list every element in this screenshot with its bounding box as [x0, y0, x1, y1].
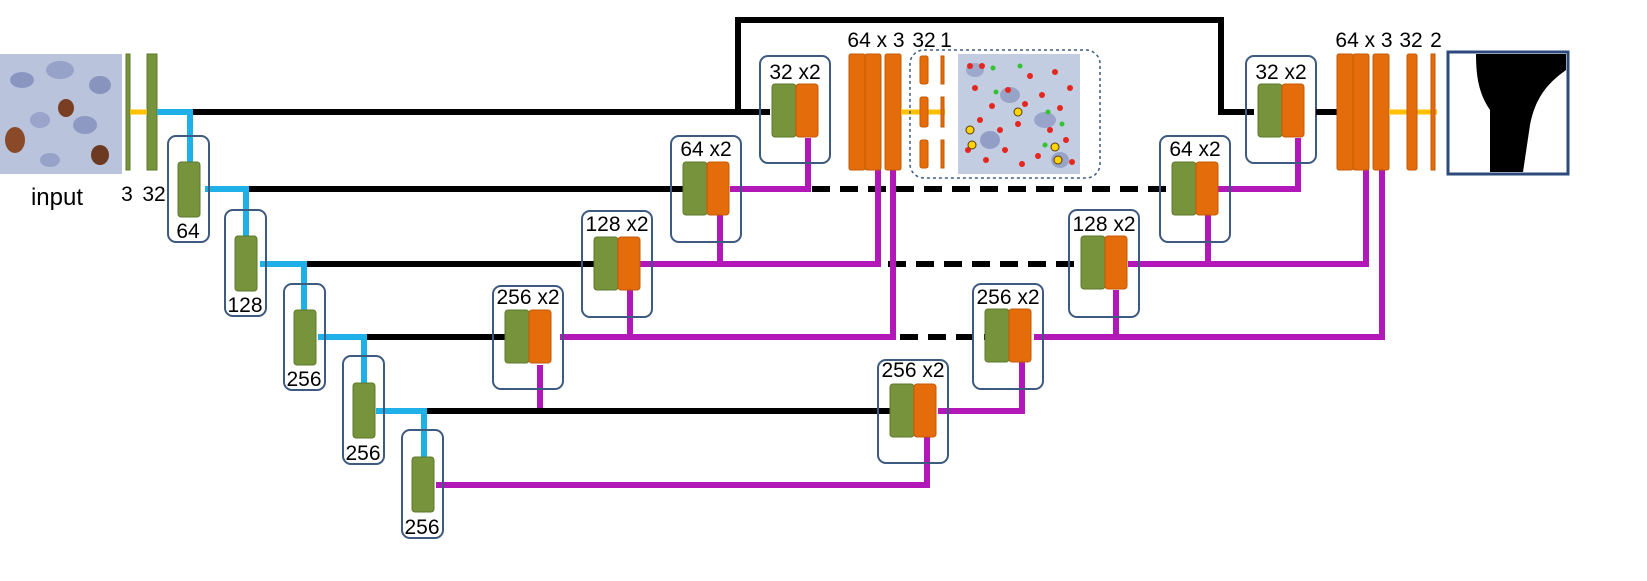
encoder-block-256-b: 256: [342, 355, 385, 465]
first-conv-channels-label: 32: [142, 183, 165, 206]
encoder-label-256-c: 256: [404, 516, 439, 539]
encoder-label-128: 128: [227, 294, 262, 317]
decoder-label-64-right: 64 x2: [1169, 138, 1220, 161]
head-label-1-left: 1: [940, 29, 952, 52]
first-conv-bar: [146, 53, 158, 171]
head-label-32-left: 32: [912, 29, 935, 52]
decoder-label-256-left: 256 x2: [496, 286, 559, 309]
encoder-block-64: 64: [167, 135, 210, 243]
detection-head: 64 x 3 32 1: [847, 29, 952, 171]
encoder-block-128: 128: [224, 209, 267, 317]
detection-overlay-group: [909, 49, 1101, 179]
input-channels-label: 3: [121, 183, 133, 206]
encoder-label-256-b: 256: [345, 442, 380, 465]
head-label-2-right: 2: [1430, 29, 1442, 52]
segmentation-head: 64 x 3 32 2: [1316, 29, 1442, 171]
input-image: [0, 54, 122, 174]
decoder-label-32-left: 32 x2: [769, 61, 820, 84]
decoder-block-128-right: 128 x2: [1068, 209, 1140, 318]
decoder-block-256-left: 256 x2: [492, 285, 564, 390]
skip-connections: [157, 17, 1254, 414]
encoder-block-256-c: 256: [401, 429, 444, 539]
head-label-64x3-left: 64 x 3: [847, 29, 904, 52]
encoder-label-64: 64: [176, 220, 200, 243]
output-mask-image: [1446, 50, 1570, 176]
head-label-32-right: 32: [1399, 29, 1422, 52]
decoder-block-128-left: 128 x2: [581, 210, 653, 318]
decoder-label-128-right: 128 x2: [1072, 213, 1135, 236]
detection-overlay-image: [958, 54, 1080, 174]
detection-overlay-frame: [909, 49, 1101, 179]
decoder-label-64-left: 64 x2: [680, 138, 731, 161]
decoder-label-32-right: 32 x2: [1255, 61, 1306, 84]
decoder-block-256-right: 256 x2: [972, 283, 1044, 390]
downsample-links: [157, 109, 427, 460]
input-layer-bar: [125, 53, 131, 171]
decoder-block-32-right: 32 x2: [1245, 55, 1317, 164]
head-label-64x3-right: 64 x 3: [1335, 29, 1392, 52]
decoder-block-256-bottom: 256 x2: [877, 359, 949, 464]
decoder-block-64-left: 64 x2: [670, 135, 742, 243]
input-label: input: [31, 184, 83, 211]
encoder-block-256-a: 256: [283, 283, 326, 391]
encoder-label-256-a: 256: [286, 368, 321, 391]
decoder-label-128-left: 128 x2: [585, 213, 648, 236]
decoder-label-256-bottom: 256 x2: [881, 359, 944, 382]
decoder-block-32-left: 32 x2: [759, 55, 831, 164]
decoder-block-64-right: 64 x2: [1159, 135, 1231, 243]
upsample-links: [436, 138, 1385, 488]
decoder-label-256-right: 256 x2: [976, 286, 1039, 309]
